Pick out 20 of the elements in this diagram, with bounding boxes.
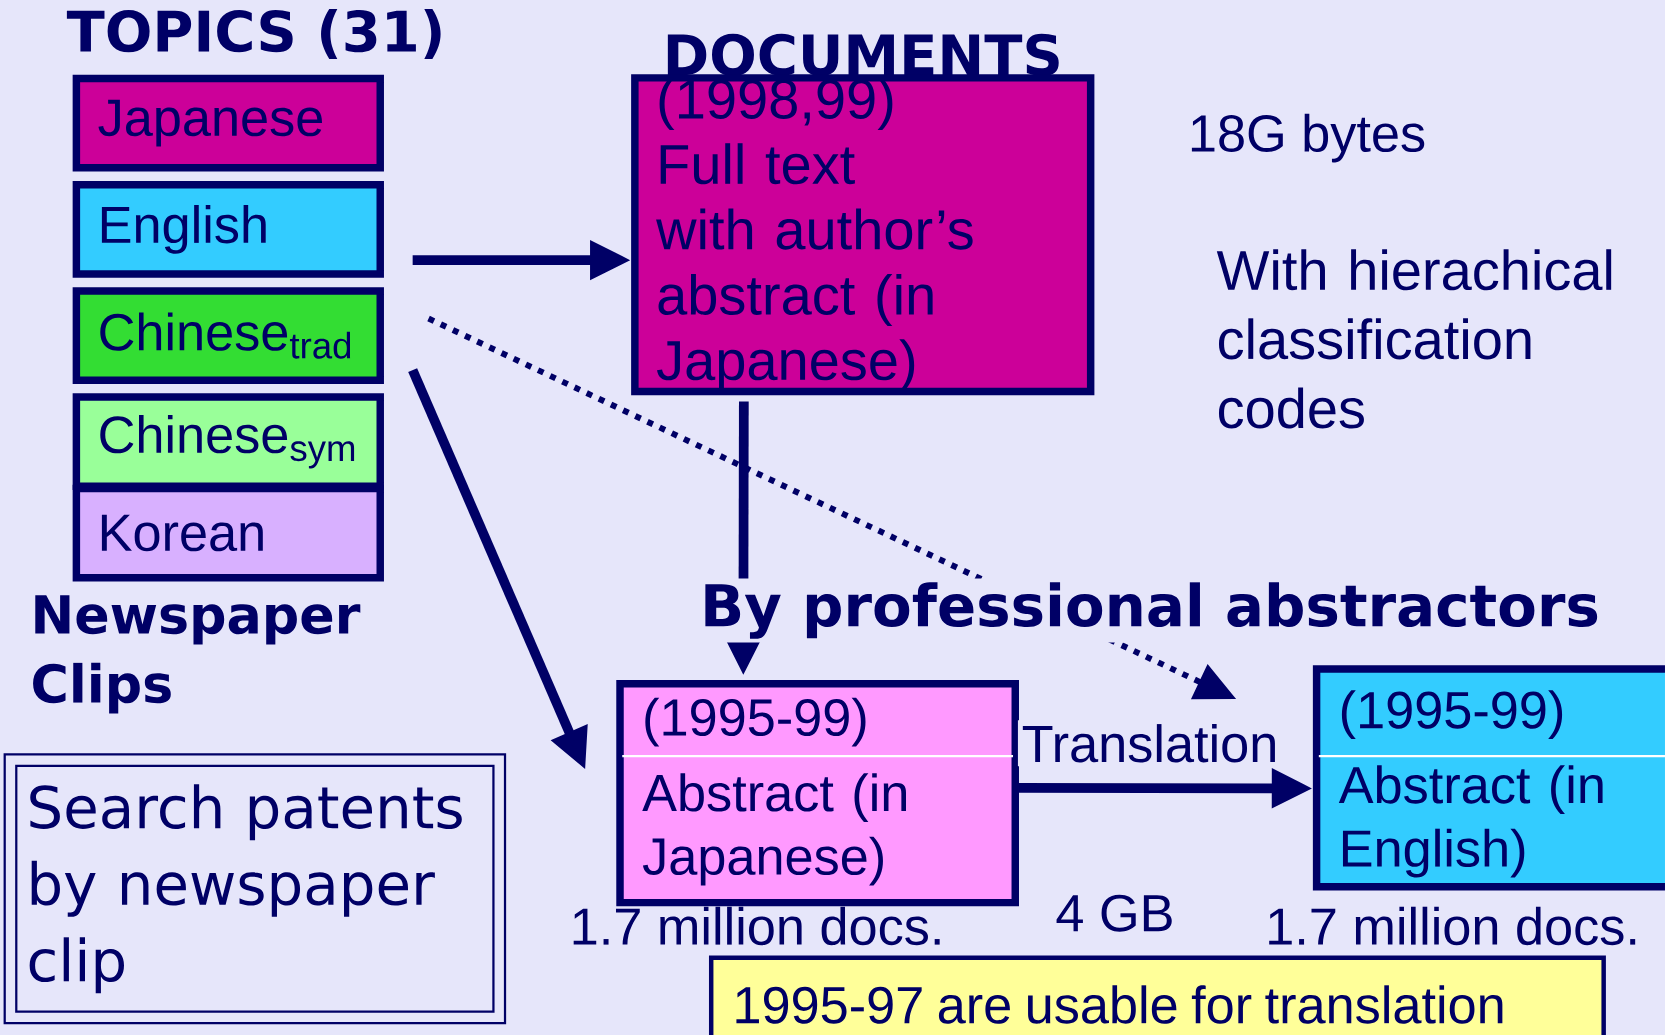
abstract-box: (1995-99) Abstract (in English) (1312, 665, 1665, 891)
note-box: Search patents by newspaper clip (3, 753, 507, 1025)
note-box: 1995-97 are usable for translation (708, 955, 1606, 1035)
topic-box: Korean (72, 484, 384, 582)
size-note: 1.7 million docs. (573, 906, 940, 945)
size-note: 18G bytes (1191, 113, 1425, 163)
topic-box: Chinese$_{trad}$ (72, 287, 384, 384)
node-label: DOCUMENTS (667, 33, 1059, 76)
document-box: DOCUMENTS (1998,99) Full text with author’s abstract (in Japanese) (631, 33, 1095, 396)
topic-box: Japanese (72, 74, 384, 172)
topic-box: Chinese$_{sym}$ (72, 393, 384, 490)
abstract-box: (1995-99) Abstract (in Japanese) (616, 679, 1019, 907)
heading: Newspaper Clips (33, 595, 361, 714)
topic-box: English (72, 180, 384, 278)
size-note: 1.7 million docs. (1269, 906, 1636, 945)
edge-label: Translation (1017, 720, 1283, 767)
heading: TOPICS (31) (66, 8, 441, 59)
edge-label: By professional abstractors (696, 578, 1604, 643)
note-text: With hierachical classification codes (1216, 249, 1612, 429)
size-note: 4 GB (1056, 894, 1172, 932)
